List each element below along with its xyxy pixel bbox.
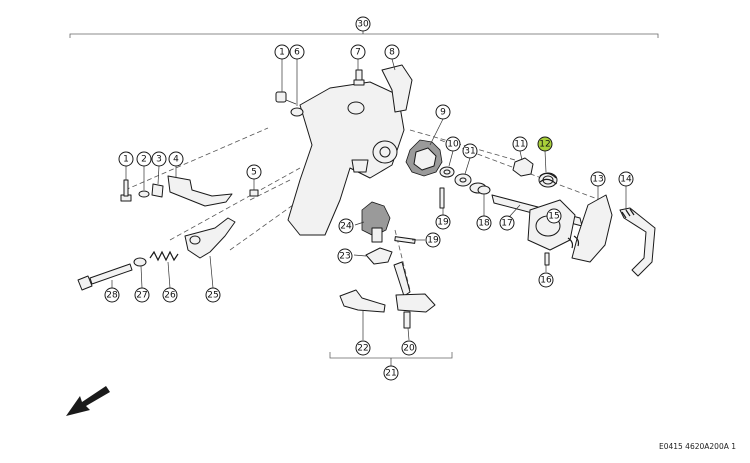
bottom-left-group	[77, 217, 236, 291]
leader-lines	[111, 58, 627, 341]
callout-label: 2	[141, 155, 147, 165]
callout-label: 5	[251, 168, 257, 178]
callout-c12: 12	[537, 136, 553, 152]
callout-label: 13	[592, 175, 603, 185]
callout-label: 10	[447, 140, 459, 150]
callout-c13: 13	[590, 171, 606, 187]
callout-label: 18	[478, 219, 490, 229]
spring-12-part	[538, 172, 558, 188]
callout-c27: 27	[134, 287, 150, 303]
callout-label: 7	[355, 48, 361, 58]
callout-label: 19	[437, 218, 449, 228]
callout-c21: 21	[383, 365, 399, 381]
callout-c31: 31	[462, 143, 478, 159]
bracket-group-30	[69, 33, 659, 38]
callout-c18: 18	[476, 215, 492, 231]
callout-label: 26	[164, 291, 176, 301]
callout-label: 24	[340, 222, 352, 232]
callout-c1a: 1	[274, 44, 290, 60]
callout-c7: 7	[350, 44, 366, 60]
callout-label: 28	[106, 291, 118, 301]
callout-label: 23	[339, 252, 350, 262]
callout-c20: 20	[401, 340, 417, 356]
callout-label: 22	[357, 344, 368, 354]
callout-label: 14	[620, 175, 632, 185]
callout-label: 4	[173, 155, 179, 165]
callout-label: 1	[123, 155, 129, 165]
callout-c19b: 19	[435, 214, 451, 230]
callout-c22: 22	[355, 340, 371, 356]
callout-c30: 30	[355, 16, 371, 32]
callout-label: 16	[540, 276, 552, 286]
direction-arrow-icon	[66, 386, 110, 416]
callout-c4: 4	[168, 151, 184, 167]
callout-label: 21	[385, 369, 396, 379]
gear-9-part	[405, 139, 443, 177]
callout-label: 3	[156, 155, 162, 165]
callout-label: 17	[501, 219, 512, 229]
callout-c2: 2	[136, 151, 152, 167]
callout-c26: 26	[162, 287, 178, 303]
lever-13-part	[567, 194, 613, 263]
callout-c23: 23	[337, 248, 353, 264]
top-bolt-part	[275, 69, 365, 117]
callout-c14: 14	[618, 171, 634, 187]
callout-c19a: 19	[425, 232, 441, 248]
callout-label: 31	[464, 147, 475, 157]
callout-c16: 16	[538, 272, 554, 288]
callout-label: 30	[357, 20, 369, 30]
callout-c28: 28	[104, 287, 120, 303]
part-23	[365, 247, 393, 265]
callout-label: 15	[548, 212, 559, 222]
callout-c9: 9	[435, 104, 451, 120]
rod-14-part	[619, 207, 656, 277]
bracket-group-21	[329, 352, 453, 359]
bottom-center-group	[339, 261, 436, 329]
callout-label: 25	[207, 291, 218, 301]
callout-c3: 3	[151, 151, 167, 167]
callout-c24: 24	[338, 218, 354, 234]
callout-label: 8	[389, 48, 395, 58]
callout-label: 6	[294, 48, 300, 58]
callout-label: 27	[136, 291, 147, 301]
washers-10-31	[439, 166, 472, 187]
left-bracket-group	[120, 175, 259, 207]
callout-c25: 25	[205, 287, 221, 303]
callout-c1b: 1	[118, 151, 134, 167]
gear-24-part	[361, 201, 391, 243]
callout-c15: 15	[546, 208, 562, 224]
callout-c10: 10	[445, 136, 461, 152]
callout-label: 20	[403, 344, 415, 354]
callout-c11: 11	[512, 136, 528, 152]
callout-c17: 17	[499, 215, 515, 231]
reference-code: E0415 4620A200A 1	[658, 442, 736, 451]
callout-label: 9	[440, 108, 446, 118]
callout-label: 1	[279, 48, 285, 58]
callout-label: 19	[427, 236, 439, 246]
nut-11-part	[512, 157, 534, 177]
callout-label: 11	[514, 140, 525, 150]
callout-c5: 5	[246, 164, 262, 180]
callout-c6: 6	[289, 44, 305, 60]
main-housing-part	[287, 64, 413, 236]
callout-label: 12	[539, 140, 550, 150]
callout-c8: 8	[384, 44, 400, 60]
